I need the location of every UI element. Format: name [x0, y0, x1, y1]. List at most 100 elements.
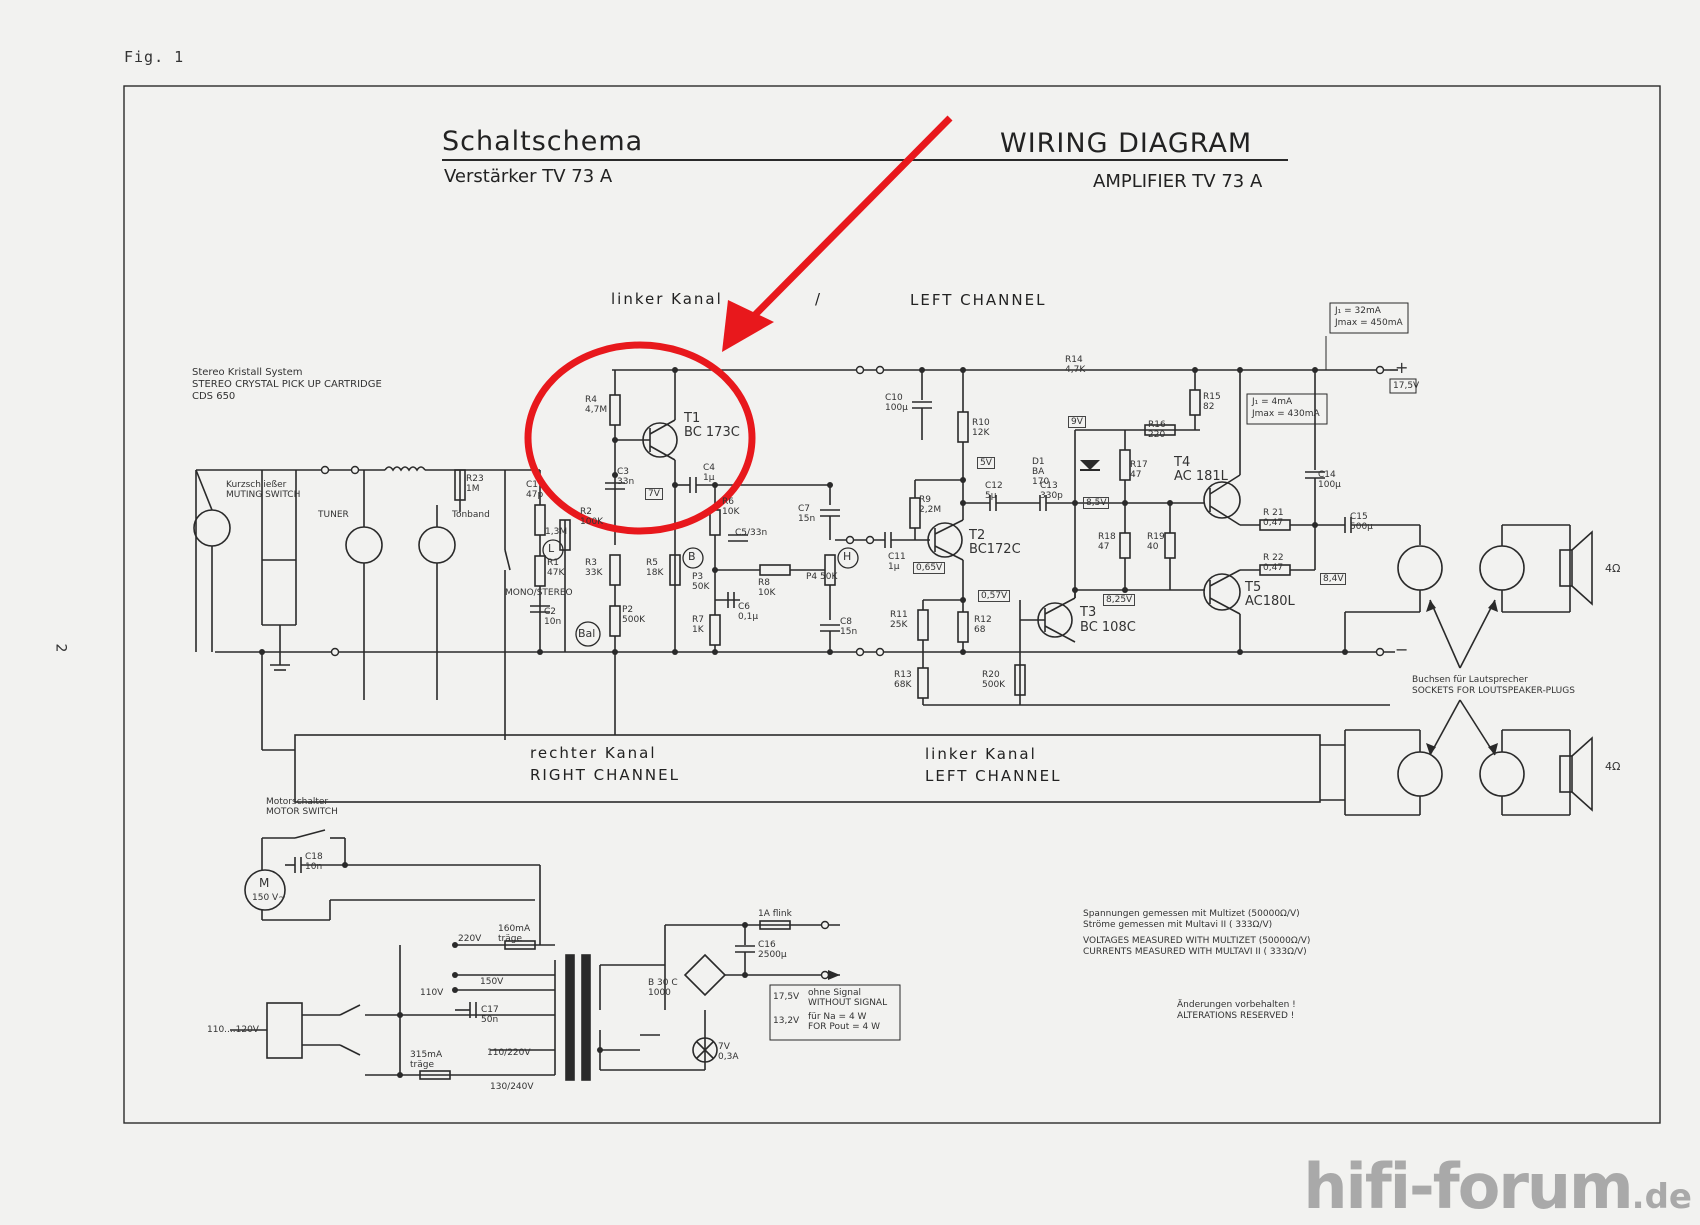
motor-label-1: Motorschalter: [266, 797, 329, 807]
t3-type: BC 108C: [1080, 620, 1136, 635]
r15-label: R15 82: [1203, 392, 1221, 412]
current-output-2: Jmax = 430mA: [1252, 409, 1320, 419]
c8-label: C8 15n: [840, 617, 858, 637]
voltage-825v: 8,25V: [1103, 594, 1136, 606]
t1-type: BC 173C: [684, 425, 740, 440]
t4-type: AC 181L: [1174, 469, 1228, 484]
motor-label-2: MOTOR SWITCH: [266, 807, 338, 817]
cartridge-label-3: CDS 650: [192, 391, 236, 402]
voltage-057v: 0,57V: [978, 590, 1011, 602]
title-en: WIRING DIAGRAM: [1000, 128, 1253, 159]
tap-150v: 150V: [480, 977, 504, 987]
c10-label: C10 100µ: [885, 393, 908, 413]
c3-label: C3 33n: [617, 467, 635, 487]
signal-note-4: FOR Pout = 4 W: [808, 1022, 880, 1032]
current-total-1: J₁ = 32mA: [1335, 306, 1381, 316]
rectifier-label: B 30 C 1000: [648, 978, 678, 998]
r13-label: R13 68K: [894, 670, 912, 690]
voltage-5v: 5V: [977, 457, 995, 469]
r3-label: R3 33K: [585, 558, 603, 578]
voltage-065v: 0,65V: [913, 562, 946, 574]
changes-note-1: Änderungen vorbehalten !: [1177, 1000, 1296, 1010]
r11-label: R11 25K: [890, 610, 908, 630]
measure-note-1: Spannungen gemessen mit Multizet (50000Ω…: [1083, 909, 1300, 919]
c13-label: C13 330p: [1040, 481, 1063, 501]
r23-label: R23 1M: [466, 474, 484, 494]
tap-110-220v: 110/220V: [487, 1048, 531, 1058]
r6-label: R6 10K: [722, 497, 740, 517]
r12-label: R12 68: [974, 615, 992, 635]
c7-label: C7 15n: [798, 504, 816, 524]
lamp-label: 7V 0,3A: [718, 1042, 739, 1062]
minus-terminal: −: [1395, 640, 1409, 659]
signal-note-3: für Na = 4 W: [808, 1012, 867, 1022]
channel-top-sep: /: [815, 290, 823, 308]
measure-note-2: Ströme gemessen mit Multavi II ( 333Ω/V): [1083, 920, 1273, 930]
channel-top-de: linker Kanal: [611, 290, 723, 308]
voltage-supply: 17,5V: [1393, 381, 1420, 391]
c17-label: C17 50n: [481, 1005, 499, 1025]
mono-stereo-label: MONO/STEREO: [505, 588, 573, 598]
r10-label: R10 12K: [972, 418, 990, 438]
hifi-forum-watermark: hifi-forum.de: [1303, 1150, 1692, 1223]
t5-type: AC180L: [1245, 594, 1295, 609]
subtitle-en: AMPLIFIER TV 73 A: [1093, 171, 1263, 192]
r2-label: R2 100K: [580, 507, 604, 527]
right-channel-en: RIGHT CHANNEL: [530, 766, 680, 784]
speaker-ohm-2: 4Ω: [1605, 760, 1621, 773]
d1-label: D1 BA 170: [1032, 457, 1050, 487]
subtitle-de: Verstärker TV 73 A: [444, 166, 613, 187]
r9-label: R9 2,2M: [919, 495, 942, 515]
title-de: Schaltschema: [442, 126, 644, 157]
mains-voltage: 110....120V: [207, 1025, 259, 1035]
changes-note-2: ALTERATIONS RESERVED !: [1177, 1011, 1295, 1021]
r20-label: R20 500K: [982, 670, 1006, 690]
c6-label: C6 0,1µ: [738, 602, 759, 622]
cartridge-label-1: Stereo Kristall System: [192, 367, 303, 378]
tonband-label: Tonband: [452, 510, 490, 520]
watermark-tld: .de: [1631, 1177, 1692, 1217]
r-13m-label: 1,3M: [545, 527, 568, 537]
c16-label: C16 2500µ: [758, 940, 787, 960]
motor-voltage: 150 V~: [252, 893, 286, 903]
p2-label: P2 500K: [622, 605, 646, 625]
c18-label: C18 10n: [305, 852, 323, 872]
r17-label: R17 47: [1130, 460, 1148, 480]
no-signal-voltage-1: 17,5V: [773, 992, 800, 1002]
measure-note-4: CURRENTS MEASURED WITH MULTAVI II ( 333Ω…: [1083, 947, 1307, 957]
r18-label: R18 47: [1098, 532, 1116, 552]
fuse-160ma: 160mA träge: [498, 924, 531, 944]
r1-label: R1 47K: [547, 558, 565, 578]
tap-110v: 110V: [420, 988, 444, 998]
r21-label: R 21 0,47: [1263, 508, 1284, 528]
c5-label: C5/33n: [735, 528, 768, 538]
t5-id: T5: [1245, 580, 1262, 595]
c11-label: C11 1µ: [888, 552, 906, 572]
tap-220v: 220V: [458, 934, 482, 944]
r19-label: R19 40: [1147, 532, 1165, 552]
left-channel-en: LEFT CHANNEL: [925, 767, 1062, 785]
r4-label: R4 4,7M: [585, 395, 608, 415]
t4-id: T4: [1174, 455, 1191, 470]
page-number: 2: [52, 643, 69, 653]
right-channel-de: rechter Kanal: [530, 744, 657, 762]
r8-label: R8 10K: [758, 578, 776, 598]
c4-label: C4 1µ: [703, 463, 716, 483]
measure-note-3: VOLTAGES MEASURED WITH MULTIZET (50000Ω/…: [1083, 936, 1311, 946]
cartridge-label-2: STEREO CRYSTAL PICK UP CARTRIDGE: [192, 379, 382, 390]
left-channel-de: linker Kanal: [925, 745, 1037, 763]
r14-label: R14 4,7K: [1065, 355, 1086, 375]
voltage-7v: 7V: [645, 488, 663, 500]
plus-terminal: +: [1395, 358, 1409, 377]
c1-label: C1 47p: [526, 480, 544, 500]
fuse-315ma: 315mA träge: [410, 1050, 443, 1070]
tuner-label: TUNER: [318, 510, 349, 520]
fuse-1a: 1A flink: [758, 909, 792, 919]
r7-label: R7 1K: [692, 615, 704, 635]
current-total-2: Jmax = 450mA: [1335, 318, 1403, 328]
motor-m: M: [259, 876, 270, 890]
p3-label: P3 50K: [692, 572, 710, 592]
speaker-ohm-1: 4Ω: [1605, 562, 1621, 575]
watermark-main: hifi-forum: [1303, 1150, 1633, 1223]
